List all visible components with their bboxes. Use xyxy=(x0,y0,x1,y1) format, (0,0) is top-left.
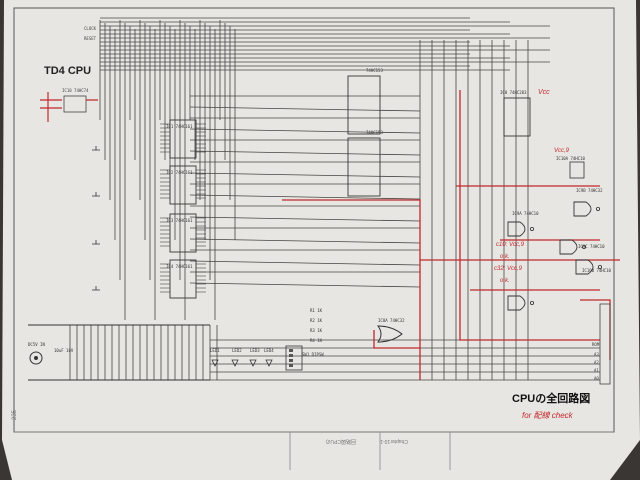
signal-wire xyxy=(189,150,421,156)
address-label-a0: A0 xyxy=(594,376,599,381)
adder-label: IC8 74HC283 xyxy=(500,90,527,95)
red-trace xyxy=(459,90,600,341)
signal-wire xyxy=(189,282,421,288)
wires xyxy=(69,17,600,381)
ground-symbol xyxy=(92,240,100,245)
dip-switch-lever xyxy=(289,359,293,362)
signal-wire xyxy=(189,172,421,178)
power-input xyxy=(28,324,210,381)
nand-gate xyxy=(575,259,594,275)
signal-wire xyxy=(189,238,421,244)
ground-symbol xyxy=(92,146,100,151)
register-chip xyxy=(169,165,197,205)
register-chip xyxy=(169,259,197,299)
register-label-4: IC4 74HC161 xyxy=(166,264,193,269)
footer-chapter: Chapter10-1 xyxy=(380,438,408,444)
red-trace xyxy=(373,330,420,349)
signal-wire xyxy=(189,106,421,112)
annotation-c32: c32: Vcc,9 xyxy=(494,266,523,272)
footer-section: 回路図CPUの xyxy=(325,438,356,445)
switch-label: SW1 DIPSW xyxy=(302,352,324,357)
dip-switch xyxy=(285,345,303,371)
gate-label-2: IC9B 74HC32 xyxy=(576,188,603,193)
register-chip xyxy=(169,213,197,253)
selector-chip xyxy=(347,137,381,197)
annotation-vcc-mid: Vcc,9 xyxy=(554,148,570,154)
resistor-label-1: R1 1K xyxy=(310,308,323,313)
ground-symbol xyxy=(92,192,100,197)
diagram-title: TD4 CPU xyxy=(44,65,91,77)
led-symbol xyxy=(231,359,239,367)
power-label: DC5V IN xyxy=(28,342,45,347)
ic-top-left xyxy=(40,92,98,122)
led-label-1: LED1 xyxy=(210,348,220,353)
selector-chip xyxy=(347,75,381,135)
handwritten-note: for 配線 check xyxy=(522,411,574,420)
signal-wire xyxy=(189,128,421,134)
page-number: 235 xyxy=(12,409,18,420)
dip-switch-lever xyxy=(289,354,293,357)
dip-switch-lever xyxy=(289,364,293,367)
logic-gates xyxy=(507,201,603,311)
cap-label: 10uF 16V xyxy=(54,348,74,353)
gate-label-5: IC10B 74HC10 xyxy=(582,268,611,273)
annotation-vcc-top: Vcc xyxy=(538,89,550,96)
selector-label-1: 74HC153 xyxy=(366,68,383,73)
led-label-2: LED2 xyxy=(232,348,242,353)
dip-switch-lever xyxy=(289,349,293,352)
or-gate-label: IC8A 74HC32 xyxy=(378,318,405,323)
nand-gate xyxy=(507,295,526,311)
ic-top-left-label: IC10 74HC74 xyxy=(62,88,89,93)
reset-label: RESET xyxy=(84,36,97,41)
inverter-bubble xyxy=(598,264,603,269)
register-label-2: IC2 74HC161 xyxy=(166,170,193,175)
nand-gate xyxy=(507,221,526,237)
resistor-label-3: R3 1K xyxy=(310,328,323,333)
signal-wire xyxy=(189,216,421,222)
address-label-a2: A2 xyxy=(594,360,599,365)
register-label-1: IC1 74HC161 xyxy=(166,124,193,129)
flipflop-chip xyxy=(569,161,585,179)
annotation-c32-ok: o.k. xyxy=(500,278,510,284)
red-trace xyxy=(282,199,421,380)
resistor-label-2: R2 1K xyxy=(310,318,323,323)
register-label-3: IC3 74HC161 xyxy=(166,218,193,223)
ground-symbol xyxy=(92,286,100,291)
address-label-a1: A1 xyxy=(594,368,599,373)
rom-label: ROM xyxy=(592,342,600,347)
resistor-label-4: R4 1K xyxy=(310,338,323,343)
red-wires xyxy=(282,90,620,380)
led-symbol xyxy=(249,359,257,367)
inverter-bubble xyxy=(582,244,587,249)
inverter-bubble xyxy=(530,226,535,231)
gate-label-3: IC10A 74HC10 xyxy=(556,156,585,161)
nand-gate xyxy=(559,239,578,255)
gate-label-4: IC9C 74HC10 xyxy=(578,244,605,249)
rom-connector xyxy=(599,303,611,385)
led-label-3: LED3 xyxy=(250,348,260,353)
inverter-bubble xyxy=(596,206,601,211)
clock-label: CLOCK xyxy=(84,26,97,31)
selector-label-2: 74HC153 xyxy=(366,130,383,135)
signal-wire xyxy=(189,194,421,200)
signal-wire xyxy=(189,260,421,266)
or-gate-ic8a xyxy=(377,325,403,343)
chips xyxy=(92,75,585,371)
address-label-a3: A3 xyxy=(594,352,599,357)
inverter-bubble xyxy=(530,300,535,305)
led-symbol xyxy=(211,359,219,367)
nand-gate xyxy=(573,201,592,217)
led-label-4: LED4 xyxy=(264,348,274,353)
caption: CPUの全回路図 xyxy=(512,391,590,405)
annotation-c10: c10: Vcc,9 xyxy=(496,242,525,248)
gate-label-1: IC9A 74HC10 xyxy=(512,211,539,216)
register-chip xyxy=(169,119,197,159)
led-symbol xyxy=(265,359,273,367)
annotation-c10-ok: o.k. xyxy=(500,254,510,260)
adder-chip xyxy=(503,97,531,137)
